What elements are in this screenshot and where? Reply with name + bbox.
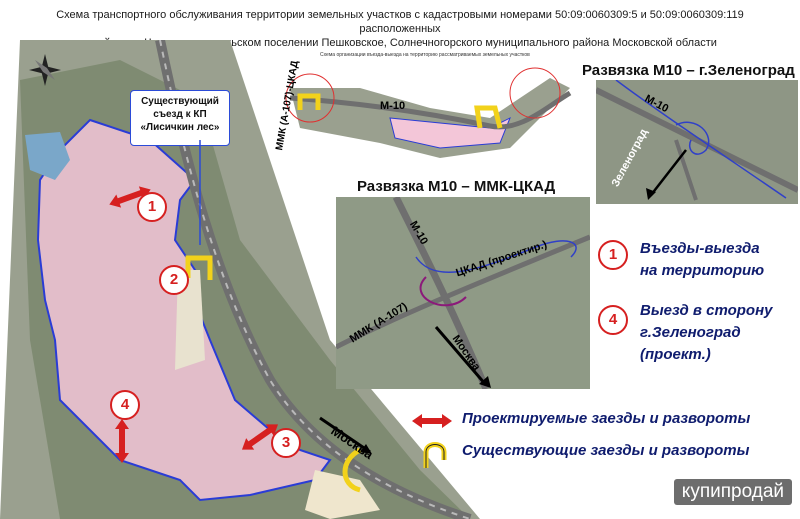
panel-ckad-title: Развязка М10 – ММК-ЦКАД [357,178,556,195]
legend-text4-line3: (проект.) [640,346,711,363]
callout-line-2: съезд к КП [153,109,207,120]
overview-label-m10: М-10 [380,100,406,112]
existing-uturn-moskva [342,447,362,493]
legend-text1-line2: на территорию [640,262,765,279]
moskva-arrow-icon [319,416,372,454]
legend-proposed-icon [412,414,452,428]
legend-existing: Существующие заезды и развороты [462,442,750,459]
legend-exit-text: Выезд в сторону г.Зеленоград (проект.) [640,300,772,366]
top-overview: Схема организации въезда-выезда на терри… [270,48,580,168]
proposed-arrow-4 [115,419,129,463]
legend-text1-line1: Въезды-выезда [640,240,760,257]
proposed-arrow-3 [241,424,279,450]
legend-entries-text: Въезды-выезда на территорию [640,238,764,282]
legend-text4-line1: Выезд в сторону [640,302,773,319]
legend-existing-icon [423,442,447,468]
callout-line-3: «Лисичкин лес» [140,122,220,133]
overview-caption: Схема организации въезда-выезда на терри… [320,52,530,58]
title-line-1: Схема транспортного обслуживания террито… [56,9,744,35]
proposed-arrow-1 [109,186,151,208]
title-line-2: в районе д. Чашниково в сельском поселен… [83,37,717,49]
callout-pointer [199,140,201,245]
callout-line-1: Существующий [141,96,219,107]
compass-icon [29,54,61,86]
panel-zelenograd-map: М-10 Зеленоград [596,80,798,204]
watermark-logo: купипродай [673,479,792,505]
marker-4[interactable]: 4 [110,390,140,420]
marker-2[interactable]: 2 [159,265,189,295]
lake [25,132,70,180]
legend-proposed: Проектируемые заезды и развороты [462,410,751,427]
overview-svg [285,67,572,158]
existing-uturn-2 [185,255,213,280]
legend-text4-line2: г.Зеленоград [640,324,741,341]
builtup-area [175,270,205,370]
legend-badge-4: 4 [598,305,628,335]
panel-ckad-map: М-10 ЦКАД (проектир.) ММК (А-107) Москва [336,197,590,389]
callout-existing-exit: Существующий съезд к КП «Лисичкин лес» [130,90,230,146]
builtup-area-2 [305,470,380,519]
marker-1[interactable]: 1 [137,192,167,222]
legend-badge-1: 1 [598,240,628,270]
panel-zelenograd-title: Развязка М10 – г.Зеленоград [582,62,795,79]
page-title: Схема транспортного обслуживания террито… [20,8,780,50]
marker-3[interactable]: 3 [271,428,301,458]
